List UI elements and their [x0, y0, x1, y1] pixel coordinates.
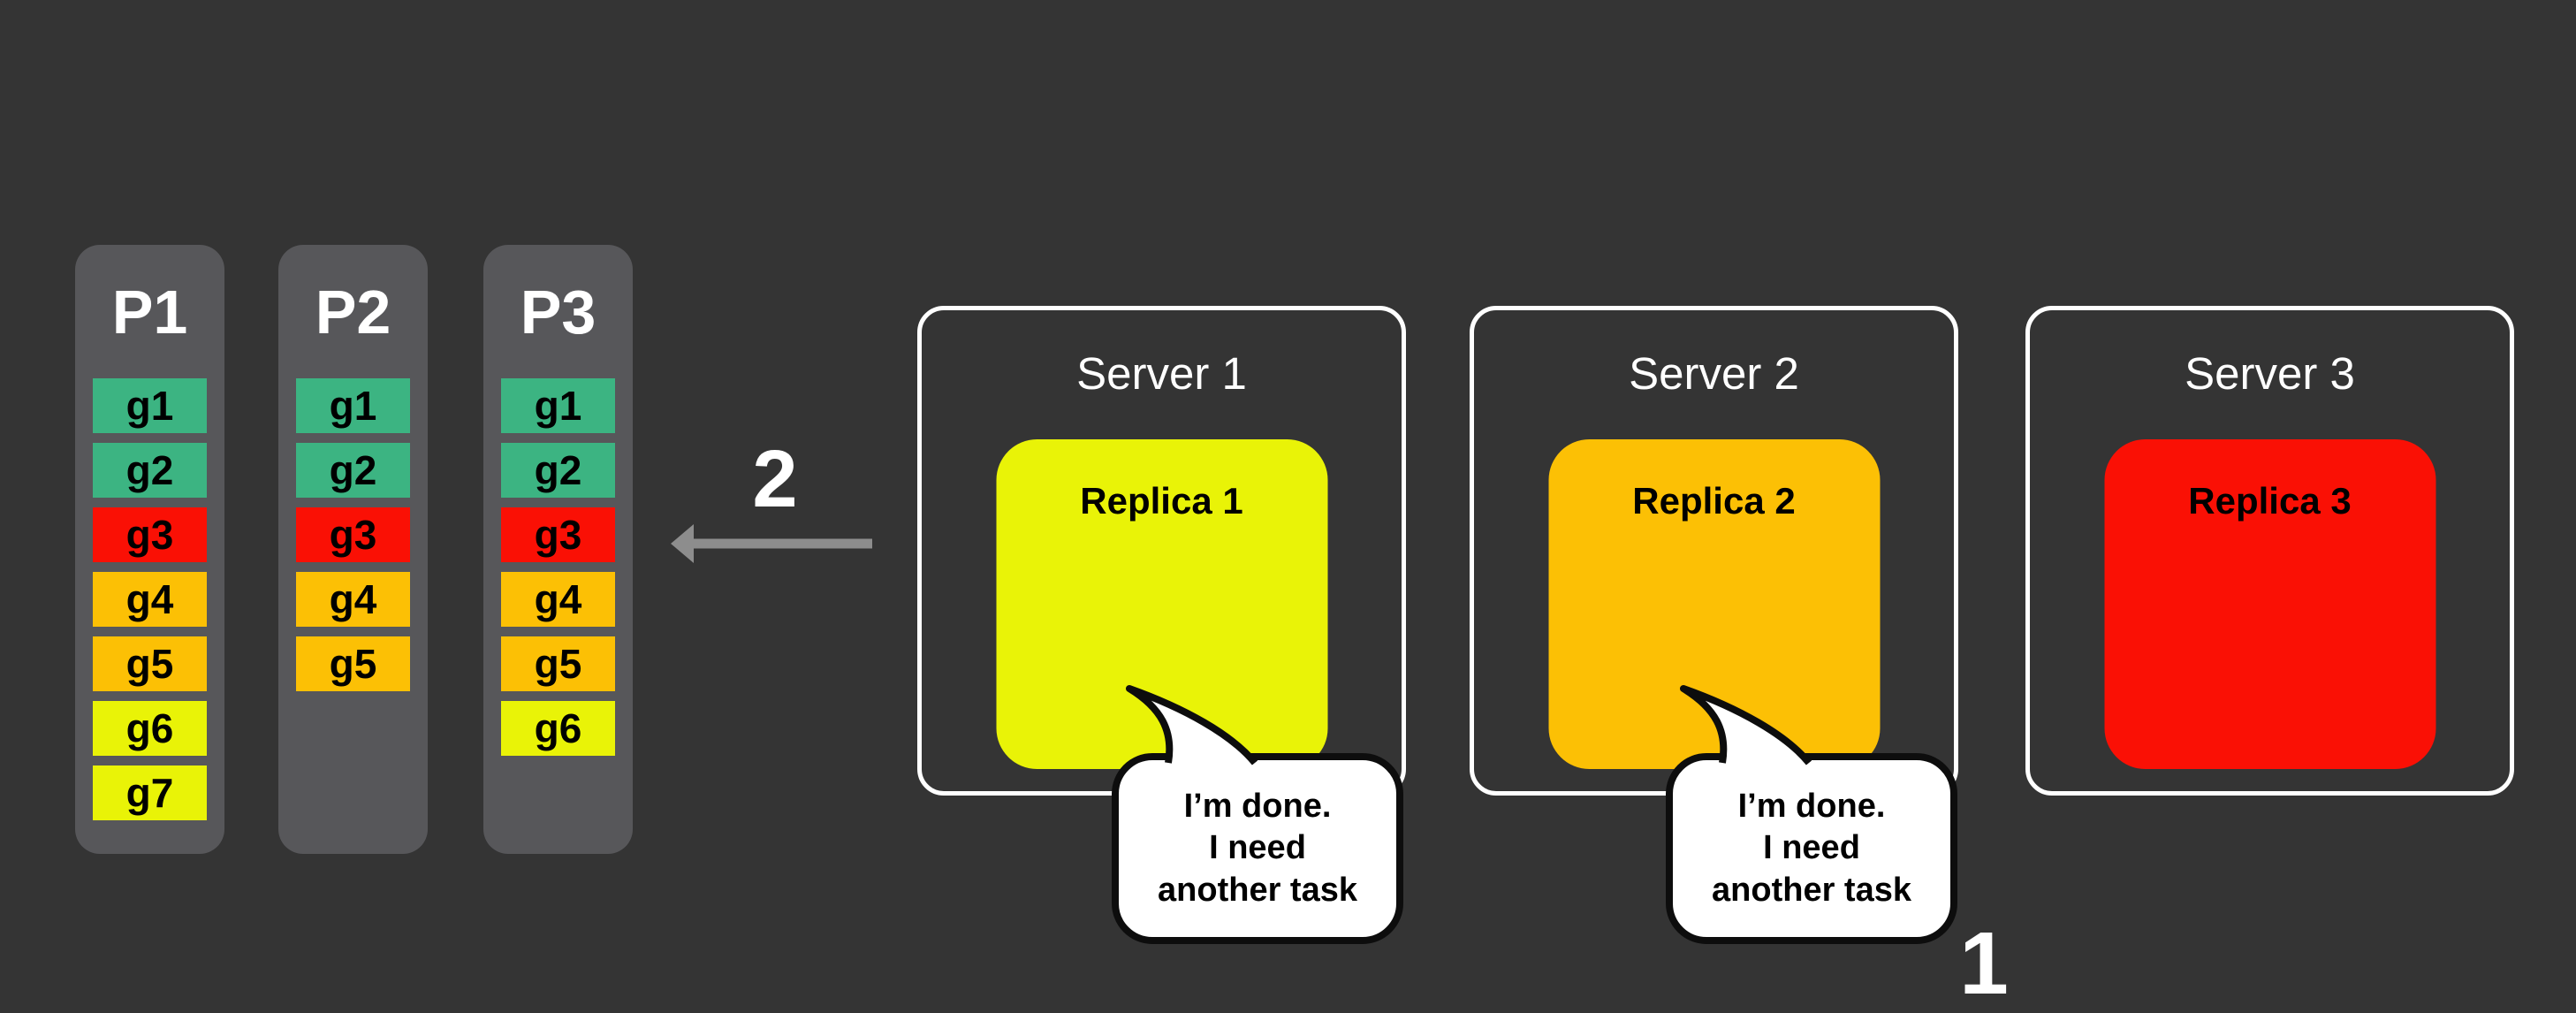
partition-task-list: g1 g2 g3 g4 g5 g6 — [483, 378, 633, 756]
replica-3-box: Replica 3 — [2104, 439, 2435, 769]
task-cell: g5 — [296, 636, 410, 691]
task-cell: g1 — [296, 378, 410, 433]
task-cell: g6 — [501, 701, 615, 756]
task-cell: g2 — [296, 443, 410, 498]
partition-task-list: g1 g2 g3 g4 g5 — [278, 378, 428, 691]
arrow-head — [671, 524, 694, 563]
speech-bubble-server-1: I’m done. I need another task — [1112, 753, 1403, 944]
speech-bubble-server-2: I’m done. I need another task — [1666, 753, 1957, 944]
task-cell: g5 — [93, 636, 207, 691]
speech-line: I’m done. — [1737, 788, 1886, 826]
step-1-label: 1 — [1959, 914, 2009, 1013]
step-2-label: 2 — [752, 434, 798, 524]
partition-title: P3 — [520, 277, 597, 347]
speech-line: another task — [1712, 871, 1911, 909]
task-cell: g4 — [93, 572, 207, 627]
speech-line: another task — [1158, 871, 1357, 909]
replica-label: Replica 1 — [1080, 480, 1243, 522]
task-cell: g3 — [501, 507, 615, 562]
task-cell: g2 — [501, 443, 615, 498]
task-cell: g1 — [93, 378, 207, 433]
arrow-left-icon — [671, 524, 872, 563]
replica-label: Replica 2 — [1632, 480, 1796, 522]
server-title: Server 2 — [1629, 348, 1799, 399]
partition-title: P2 — [315, 277, 391, 347]
server-3-box: Server 3 Replica 3 — [2025, 306, 2514, 796]
speech-line: I need — [1763, 829, 1860, 867]
task-cell: g5 — [501, 636, 615, 691]
speech-bubble-tail-icon — [1126, 685, 1258, 765]
task-cell: g3 — [93, 507, 207, 562]
server-title: Server 1 — [1076, 348, 1247, 399]
speech-bubble-tail-icon — [1680, 685, 1812, 765]
partition-3-box: P3 g1 g2 g3 g4 g5 g6 — [483, 245, 633, 854]
partition-2-box: P2 g1 g2 g3 g4 g5 — [278, 245, 428, 854]
partition-task-list: g1 g2 g3 g4 g5 g6 g7 — [75, 378, 224, 820]
partition-1-box: P1 g1 g2 g3 g4 g5 g6 g7 — [75, 245, 224, 854]
partition-title: P1 — [111, 277, 188, 347]
replica-label: Replica 3 — [2188, 480, 2352, 522]
task-cell: g2 — [93, 443, 207, 498]
task-cell: g1 — [501, 378, 615, 433]
server-title: Server 3 — [2185, 348, 2355, 399]
task-cell: g4 — [501, 572, 615, 627]
task-cell: g3 — [296, 507, 410, 562]
task-cell: g4 — [296, 572, 410, 627]
task-cell: g6 — [93, 701, 207, 756]
task-cell: g7 — [93, 765, 207, 820]
speech-line: I’m done. — [1183, 788, 1332, 826]
arrow-shaft — [692, 538, 872, 549]
speech-line: I need — [1209, 829, 1306, 867]
